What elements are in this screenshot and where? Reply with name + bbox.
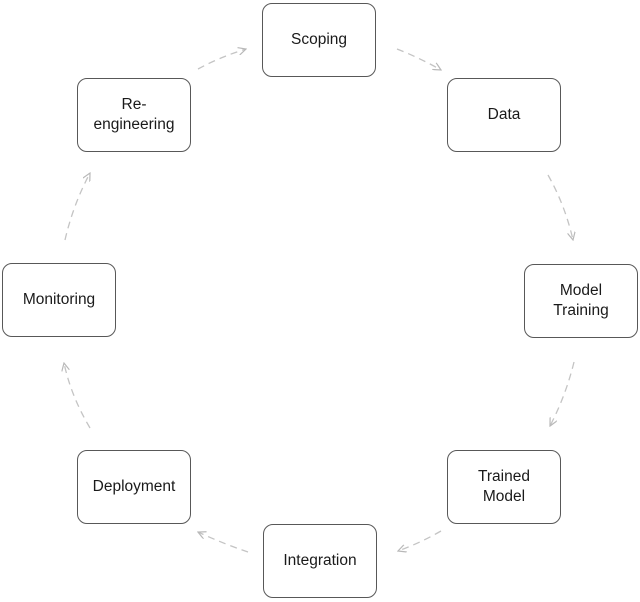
- node-deployment-label: Deployment: [92, 478, 176, 495]
- arrow-trained-model-to-integration: [398, 530, 442, 551]
- node-trained-model-label: Trained Model: [478, 468, 530, 505]
- node-model-training: Model Training: [524, 264, 638, 338]
- node-monitoring: Monitoring: [2, 263, 116, 337]
- node-model-training-label: Model Training: [553, 282, 609, 319]
- arrow-deployment-to-monitoring: [64, 363, 91, 429]
- node-data-label: Data: [487, 106, 521, 123]
- node-re-engineering-label: Re- engineering: [93, 96, 175, 133]
- arrow-monitoring-to-re-engineering: [64, 173, 90, 241]
- node-integration-label: Integration: [283, 552, 357, 569]
- node-integration: Integration: [263, 524, 377, 598]
- arrow-model-training-to-trained-model: [550, 361, 575, 426]
- node-scoping-label: Scoping: [290, 31, 347, 48]
- node-deployment: Deployment: [77, 450, 191, 524]
- arrow-data-to-model-training: [547, 174, 573, 240]
- arrow-re-engineering-to-scoping: [197, 49, 246, 70]
- arrow-integration-to-deployment: [198, 532, 249, 553]
- node-scoping: Scoping: [262, 3, 376, 77]
- node-monitoring-label: Monitoring: [22, 291, 96, 308]
- arrow-scoping-to-data: [396, 48, 441, 70]
- node-data: Data: [447, 78, 561, 152]
- node-re-engineering: Re- engineering: [77, 78, 191, 152]
- node-trained-model: Trained Model: [447, 450, 561, 524]
